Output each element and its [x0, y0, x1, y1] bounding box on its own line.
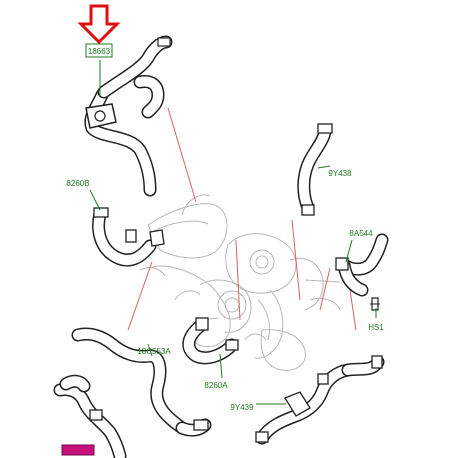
callout-8A544: 8A544 — [349, 229, 373, 238]
callout-9Y438: 9Y438 — [328, 169, 352, 178]
callout-HS1-text: HS1 — [368, 323, 384, 332]
callout-HS1: HS1 — [368, 323, 384, 332]
callout-8260B-text: 8260B — [66, 179, 89, 188]
reference-lines — [127, 107, 357, 331]
callout-18663-text: 18663 — [88, 47, 111, 56]
hose-8A544 — [335, 233, 389, 297]
callout-8A544-text: 8A544 — [349, 229, 373, 238]
callout-8260A: 8260A — [204, 381, 228, 390]
hose-8260B — [92, 207, 165, 267]
down-arrow-icon — [77, 4, 121, 45]
hose-bottom-left — [53, 374, 127, 458]
callout-9Y439: 9Y439 — [230, 403, 254, 412]
hose-9Y439 — [255, 355, 385, 445]
clip-HS1 — [370, 297, 380, 311]
callout-9Y438-text: 9Y438 — [328, 169, 352, 178]
engine-background — [139, 194, 341, 371]
callout-8260B: 8260B — [66, 179, 89, 188]
hose-8260A — [182, 317, 239, 365]
leader-lines — [89, 60, 377, 405]
callout-18C553A: 18C553A — [137, 347, 171, 356]
callout-8260A-text: 8260A — [204, 381, 228, 390]
hose-18663 — [84, 35, 173, 197]
callout-18C553A-text: 18C553A — [137, 347, 171, 356]
callout-bottom-left-highlight — [61, 444, 95, 456]
hose-18C553A — [71, 327, 212, 437]
callout-18663: 18663 — [85, 43, 113, 58]
hose-9Y438 — [297, 123, 333, 216]
callout-9Y439-text: 9Y439 — [230, 403, 254, 412]
